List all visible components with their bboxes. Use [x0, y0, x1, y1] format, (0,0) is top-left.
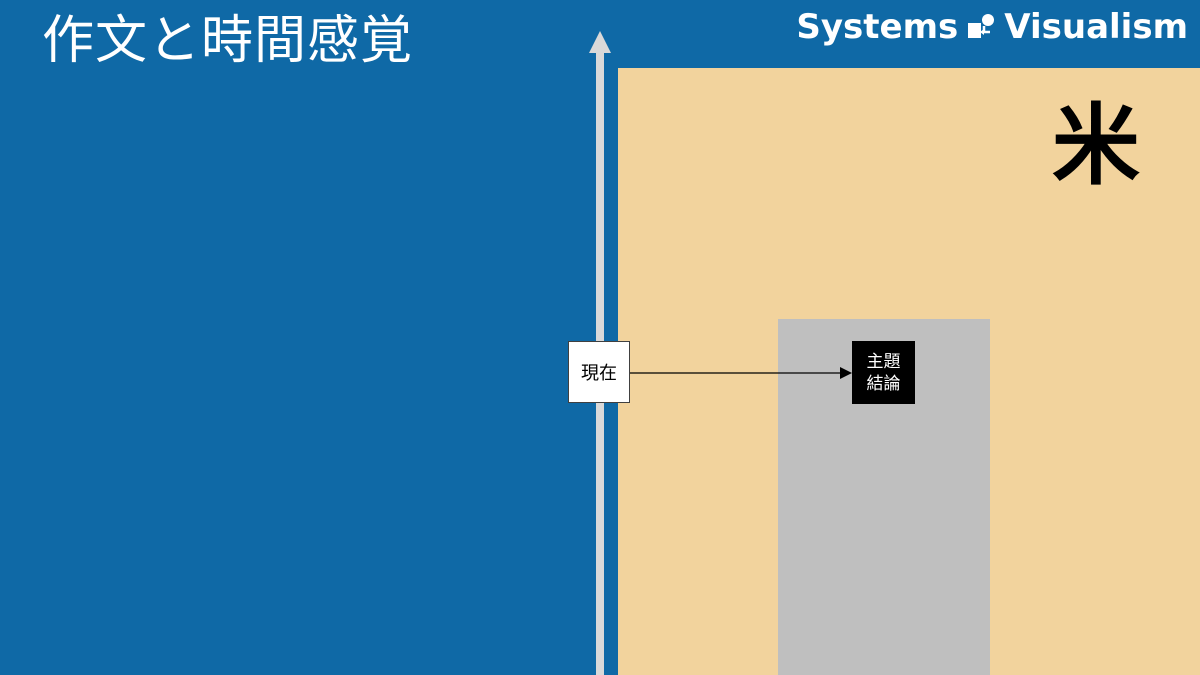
now-node: 現在 [568, 341, 630, 403]
brand-logo: Systems Visualism [796, 6, 1188, 48]
now-label: 現在 [581, 363, 617, 384]
region-label: 米 [1051, 94, 1140, 197]
brand-name-left: Systems [796, 7, 959, 47]
theme-conclusion-node: 主題 結論 [852, 341, 915, 404]
systems-visualism-logo-icon [968, 14, 995, 38]
brand-name-right: Visualism [1004, 7, 1188, 47]
conclusion-label: 結論 [866, 373, 901, 394]
slide-title: 作文と時間感覚 [42, 11, 414, 71]
theme-label: 主題 [866, 351, 901, 372]
